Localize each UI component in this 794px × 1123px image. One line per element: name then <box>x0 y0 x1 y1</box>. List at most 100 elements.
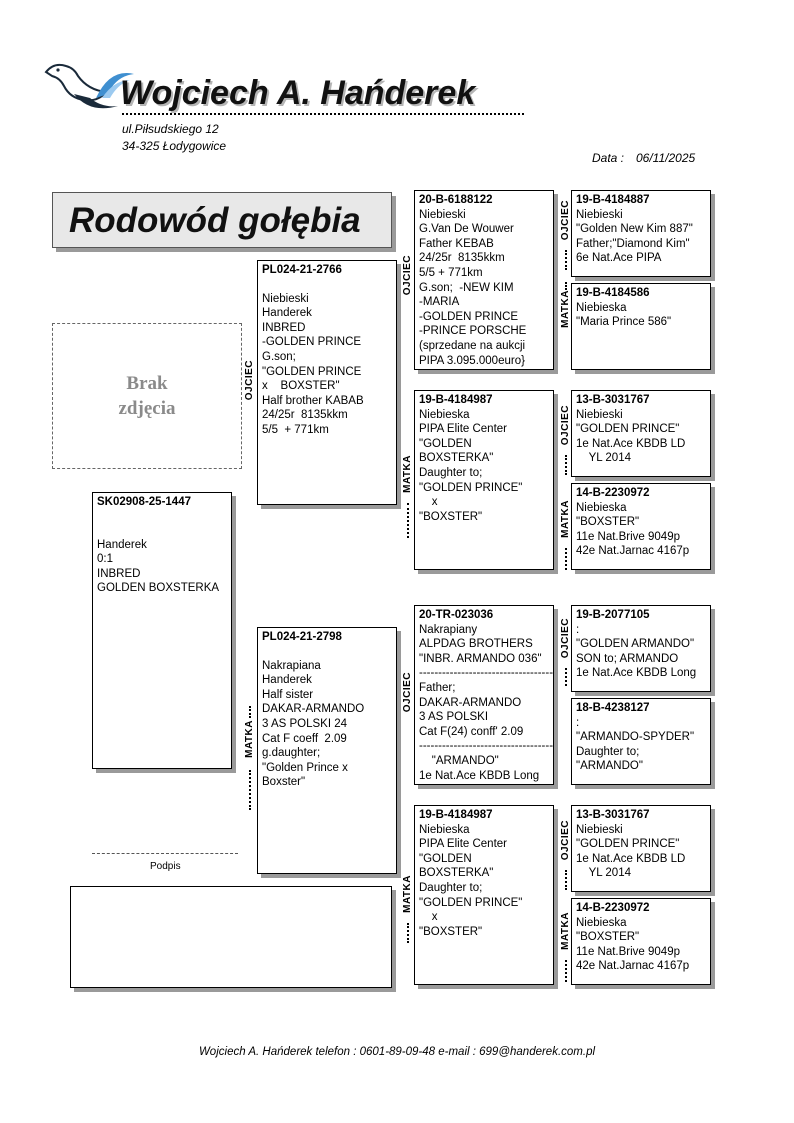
pedigree-line: 42e Nat.Jarnac 4167p <box>576 545 690 558</box>
pedigree-line: G.son; <box>262 350 296 363</box>
page-title: Rodowód gołębia <box>52 192 392 248</box>
pedigree-line: Cat F(24) conff' 2.09 <box>419 725 524 738</box>
ggp-fmm-ring: 14-B-2230972 <box>576 487 650 499</box>
pedigree-line: "ARMANDO" <box>576 760 643 773</box>
signature-box[interactable] <box>70 886 392 988</box>
pedigree-line: (sprzedane na aukcji <box>419 339 526 352</box>
grandfather-paternal-ring: 20-B-6188122 <box>419 194 493 206</box>
ggp-fff-lines: Niebieski"Golden New Kim 887"Father;"Dia… <box>576 208 706 266</box>
ggp-fmm-side-label: MATKA <box>560 500 574 570</box>
pedigree-line: ----------------------------------- <box>419 740 554 753</box>
ggp-fff-side-label: OJCIEC <box>560 200 574 270</box>
pedigree-line: Daughter to; <box>419 466 483 479</box>
pedigree-line: Boxster" <box>262 776 306 789</box>
pedigree-line: "GOLDEN PRINCE <box>262 365 362 378</box>
pedigree-line: BOXSTERKA" <box>419 452 494 465</box>
pedigree-line: Cat F coeff 2.09 <box>262 732 347 745</box>
pedigree-line: "INBR. ARMANDO 036" <box>419 652 542 665</box>
ggp-fff-ring: 19-B-4184887 <box>576 194 650 206</box>
pedigree-line: 3 AS POLSKI <box>419 711 489 724</box>
pedigree-line: Father KEBAB <box>419 237 494 250</box>
pedigree-line: -MARIA <box>419 296 460 309</box>
pedigree-line: Father; <box>419 681 456 694</box>
ggp-mmf-side-label: OJCIEC <box>560 820 574 890</box>
pedigree-line: g.daughter; <box>262 747 321 760</box>
ggp-fmm-card: 14-B-2230972 Niebieska"BOXSTER"11e Nat.B… <box>571 483 711 570</box>
pedigree-line: "GOLDEN PRINCE" <box>419 481 523 494</box>
pedigree-line: YL 2014 <box>576 867 631 880</box>
pedigree-line: "BOXSTER" <box>576 516 640 529</box>
pedigree-line: PIPA 3.095.000euro} <box>419 354 525 367</box>
pedigree-line: GOLDEN BOXSTERKA <box>97 582 220 595</box>
pedigree-line: 0:1 <box>97 553 113 566</box>
pedigree-line: -PRINCE PORSCHE <box>419 325 527 338</box>
pedigree-line: SON to; ARMANDO <box>576 652 679 665</box>
pedigree-line: Niebieski <box>262 292 309 305</box>
pedigree-line: x BOXSTER" <box>262 380 340 393</box>
pedigree-line: Daughter to; <box>419 881 483 894</box>
pedigree-line: 1e Nat.Ace KBDB Long <box>419 769 540 782</box>
signature-line <box>92 853 238 854</box>
pedigree-line: x <box>419 911 438 924</box>
pedigree-line: 1e Nat.Ace KBDB Long <box>576 667 697 680</box>
ggp-mfm-card: 18-B-4238127 :"ARMANDO-SPYDER"Daughter t… <box>571 698 711 785</box>
pedigree-line: DAKAR-ARMANDO <box>262 703 365 716</box>
ggp-fmf-card: 13-B-3031767 Niebieski"GOLDEN PRINCE"1e … <box>571 390 711 477</box>
ggp-mmf-card: 13-B-3031767 Niebieski"GOLDEN PRINCE"1e … <box>571 805 711 892</box>
ggp-ffm-lines: Niebieska"Maria Prince 586" <box>576 301 706 330</box>
pedigree-line: "Golden New Kim 887" <box>576 223 693 236</box>
pedigree-line: -GOLDEN PRINCE <box>262 336 362 349</box>
grandfather-paternal-side-label: OJCIEC <box>402 255 413 296</box>
pedigree-line: Nakrapiana <box>262 659 321 672</box>
ggp-mmf-lines: Niebieski"GOLDEN PRINCE"1e Nat.Ace KBDB … <box>576 823 706 881</box>
grandmother-maternal-side-label: MATKA <box>402 875 416 945</box>
pedigree-line: INBRED <box>97 567 141 580</box>
pedigree-line: "GOLDEN PRINCE" <box>576 838 680 851</box>
pedigree-line: 42e Nat.Jarnac 4167p <box>576 960 690 973</box>
pedigree-line: "Golden Prince x <box>262 761 348 774</box>
pedigree-line: "GOLDEN <box>419 437 472 450</box>
pedigree-line: YL 2014 <box>576 452 631 465</box>
pedigree-line: 5/5 + 771km <box>419 266 483 279</box>
pedigree-line: 6e Nat.Ace PIPA <box>576 252 662 265</box>
mother-ring: PL024-21-2798 <box>262 631 342 643</box>
grandfather-maternal-side-label: OJCIEC <box>402 672 413 713</box>
grandmother-maternal-ring: 19-B-4184987 <box>419 809 493 821</box>
ggp-ffm-card: 19-B-4184586 Niebieska"Maria Prince 586" <box>571 283 711 370</box>
pedigree-line: Niebieska <box>576 916 627 929</box>
pedigree-line: ALPDAG BROTHERS <box>419 638 533 651</box>
pedigree-line: 5/5 + 771km <box>262 423 329 436</box>
pedigree-line: : <box>576 623 580 636</box>
pedigree-line: G.Van De Wouwer <box>419 223 514 236</box>
grandmother-paternal-side-label: MATKA <box>402 455 416 545</box>
pedigree-line: Half sister <box>262 688 314 701</box>
pedigree-line: Niebieska <box>576 301 627 314</box>
date-label: Data : <box>592 151 625 165</box>
address-line-1: ul.Piłsudskiego 12 <box>122 122 219 136</box>
header-rule <box>122 113 524 115</box>
pedigree-line: "ARMANDO" <box>419 754 499 767</box>
pedigree-line: Nakrapiany <box>419 623 478 636</box>
grandmother-paternal-ring: 19-B-4184987 <box>419 394 493 406</box>
logo <box>44 58 134 120</box>
pedigree-line: Father;"Diamond Kim" <box>576 237 690 250</box>
ggp-fmf-side-label: OJCIEC <box>560 405 574 475</box>
pedigree-line: Half brother KABAB <box>262 394 364 407</box>
pedigree-line: 11e Nat.Brive 9049p <box>576 945 680 958</box>
pedigree-line: 1e Nat.Ace KBDB LD <box>576 852 686 865</box>
ggp-mff-side-label: OJCIEC <box>560 618 574 688</box>
pedigree-line: "ARMANDO-SPYDER" <box>576 731 695 744</box>
ggp-fmf-lines: Niebieski"GOLDEN PRINCE"1e Nat.Ace KBDB … <box>576 408 706 466</box>
